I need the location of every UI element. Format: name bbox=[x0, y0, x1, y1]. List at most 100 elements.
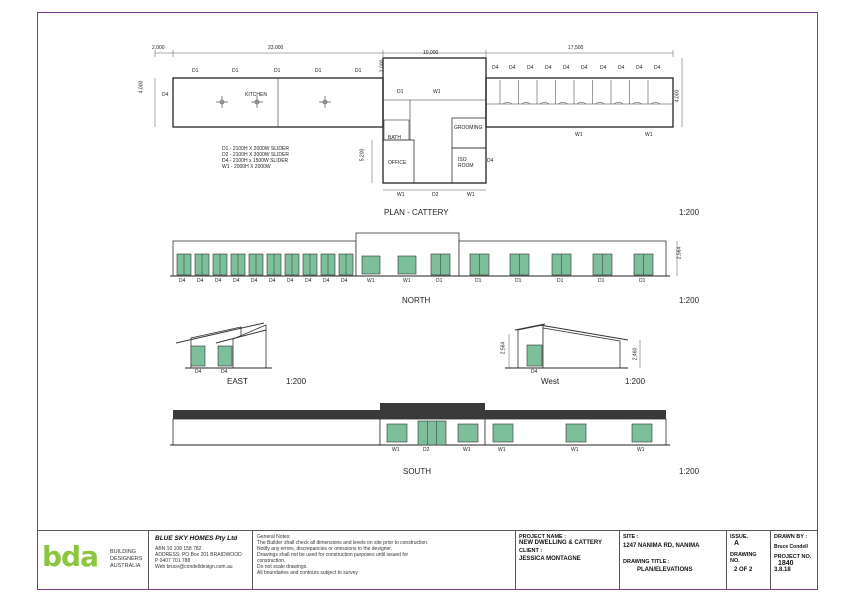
north-window-w1 bbox=[361, 255, 381, 275]
w1-mid-label: W1 bbox=[433, 89, 441, 95]
plan-door-right-1: D4 bbox=[509, 65, 516, 71]
drawn-by-label: DRAWN BY : bbox=[774, 534, 808, 540]
note-6: All boundaries and contours subject to s… bbox=[257, 570, 358, 576]
dim-right-vert: 4,000 bbox=[674, 89, 681, 103]
south-door-d2 bbox=[417, 420, 447, 446]
plan-legend: D1 - 2100H X 2000W SLIDER D2 - 2100H X 3… bbox=[222, 146, 289, 170]
east-elevation bbox=[175, 322, 272, 369]
bath-label: BATH bbox=[388, 135, 401, 141]
site-cell: SITE : 1247 NANIMA RD, NANIMA DRAWING TI… bbox=[619, 531, 726, 590]
date: 3.8.18 bbox=[774, 567, 791, 573]
w1-right2-label: W1 bbox=[645, 132, 653, 138]
north-label-d4-2: D4 bbox=[215, 278, 222, 284]
plan-door-right-9: D4 bbox=[654, 65, 661, 71]
north-title: NORTH bbox=[402, 296, 431, 305]
north-label-mid-4: D1 bbox=[515, 278, 522, 284]
bda-logo: bda bbox=[42, 541, 102, 581]
east-d4-a: D4 bbox=[195, 369, 202, 375]
issue-label: ISSUE. bbox=[730, 534, 749, 540]
legend-d4: D4 - 2100H x 1500W SLIDER bbox=[222, 158, 289, 164]
drawn-by: Bruce Condell bbox=[774, 544, 808, 550]
address: ADDRESS: PO Box 201 BRAIDWOOD bbox=[155, 552, 242, 558]
plan-door-right-2: D4 bbox=[527, 65, 534, 71]
note-3: Drawings shall not be used for construct… bbox=[257, 552, 409, 558]
south-window-w1 bbox=[631, 423, 653, 443]
plan-door-left-4: D1 bbox=[355, 68, 362, 74]
plan-cattery bbox=[154, 50, 683, 191]
west-elevation bbox=[505, 323, 641, 369]
plan-door-left-2: D1 bbox=[274, 68, 281, 74]
drawing-no-label: DRAWING NO. bbox=[730, 552, 757, 564]
north-label-mid-2: D1 bbox=[436, 278, 443, 284]
north-label-mid-3: D1 bbox=[475, 278, 482, 284]
plan-door-right-0: D4 bbox=[492, 65, 499, 71]
north-label-d4-7: D4 bbox=[305, 278, 312, 284]
north-label-d4-4: D4 bbox=[251, 278, 258, 284]
east-d4-b: D4 bbox=[221, 369, 228, 375]
legend-w1: W1 - 2000H X 2000W bbox=[222, 164, 271, 170]
south-title: SOUTH bbox=[403, 467, 431, 476]
plan-door-right-8: D4 bbox=[636, 65, 643, 71]
dim-top-4: 17,500 bbox=[568, 45, 584, 51]
client-label: CLIENT : bbox=[519, 548, 543, 554]
north-label-d4-1: D4 bbox=[197, 278, 204, 284]
note-2: Notify any errors, discrepancies or omis… bbox=[257, 546, 393, 552]
drawn-cell: DRAWN BY : Bruce Condell PROJECT NO. 184… bbox=[770, 531, 817, 590]
bda-logo-text: bda bbox=[42, 540, 99, 573]
legend-d1: D1 - 2100H X 2000W SLIDER bbox=[222, 146, 289, 152]
project-name-label: PROJECT NAME : bbox=[519, 534, 567, 540]
web: Web bruce@condelldesign.com.au bbox=[155, 564, 233, 570]
west-dim-2: 2,460 bbox=[632, 347, 639, 361]
legend-d2: D2 - 2100H X 3000W SLIDER bbox=[222, 152, 289, 158]
project-no: 1840 bbox=[778, 560, 794, 567]
company-name: BLUE SKY HOMES Pty Ltd bbox=[155, 535, 238, 542]
project-cell: PROJECT NAME : NEW DWELLING & CATTERY CL… bbox=[515, 531, 619, 590]
west-dim-1: 2,564 bbox=[500, 341, 507, 355]
plan-title: PLAN - CATTERY bbox=[384, 208, 449, 217]
west-d4: D4 bbox=[531, 369, 538, 375]
plan-scale: 1:200 bbox=[679, 208, 700, 217]
kitchen-label: KITCHEN bbox=[245, 92, 267, 98]
north-label-mid-0: W1 bbox=[367, 278, 375, 284]
note-5: Do not scale drawings. bbox=[257, 564, 308, 570]
plan-door-right-7: D4 bbox=[618, 65, 625, 71]
plan-bottom-w1a: W1 bbox=[397, 192, 405, 198]
north-label-d4-8: D4 bbox=[323, 278, 330, 284]
dim-top-1: 2,000 bbox=[152, 45, 165, 51]
north-window-w1 bbox=[397, 255, 417, 275]
south-scale: 1:200 bbox=[679, 467, 700, 476]
note-4: construction. bbox=[257, 558, 286, 564]
drawing-title: PLAN/ELEVATIONS bbox=[637, 567, 693, 573]
dim-left-vert: 4,000 bbox=[138, 80, 145, 94]
grooming-label: GROOMING bbox=[454, 125, 483, 131]
bda-logo-sub: BUILDING DESIGNERS AUSTRALIA bbox=[110, 549, 143, 569]
client-name: JESSICA MONTAGNE bbox=[519, 556, 581, 562]
phone: P 0407 701 788 bbox=[155, 558, 191, 564]
plan-door-left-3: D1 bbox=[315, 68, 322, 74]
north-elevation bbox=[170, 232, 678, 277]
east-title: EAST bbox=[227, 377, 248, 386]
plan-door-left-1: D1 bbox=[232, 68, 239, 74]
south-label-5: W1 bbox=[637, 447, 645, 453]
south-window-w1 bbox=[492, 423, 514, 443]
notes-cell: General Notes: The Builder shall check a… bbox=[252, 531, 515, 590]
north-label-d4-6: D4 bbox=[287, 278, 294, 284]
issue-cell: ISSUE. A DRAWING NO. 2 OF 2 bbox=[726, 531, 770, 590]
west-title: West bbox=[541, 377, 560, 386]
north-label-mid-5: D1 bbox=[557, 278, 564, 284]
south-label-3: W1 bbox=[498, 447, 506, 453]
north-label-d4-0: D4 bbox=[179, 278, 186, 284]
drawing-title-label: DRAWING TITLE : bbox=[623, 559, 670, 565]
south-window-w1 bbox=[457, 423, 479, 443]
dim-top-3: 10,000 bbox=[423, 50, 439, 56]
dim-top-vert: 2,000 bbox=[379, 59, 386, 73]
north-label-mid-6: D1 bbox=[598, 278, 605, 284]
d1-mid-label: D1 bbox=[397, 89, 404, 95]
office-label: OFFICE bbox=[388, 160, 407, 166]
plan-bottom-w1b: W1 bbox=[467, 192, 475, 198]
drawing-sheet bbox=[37, 12, 818, 590]
abn: ABN 10 108 158 782 bbox=[155, 546, 202, 552]
south-window-w1 bbox=[565, 423, 587, 443]
notes-heading: General Notes: bbox=[257, 534, 291, 540]
